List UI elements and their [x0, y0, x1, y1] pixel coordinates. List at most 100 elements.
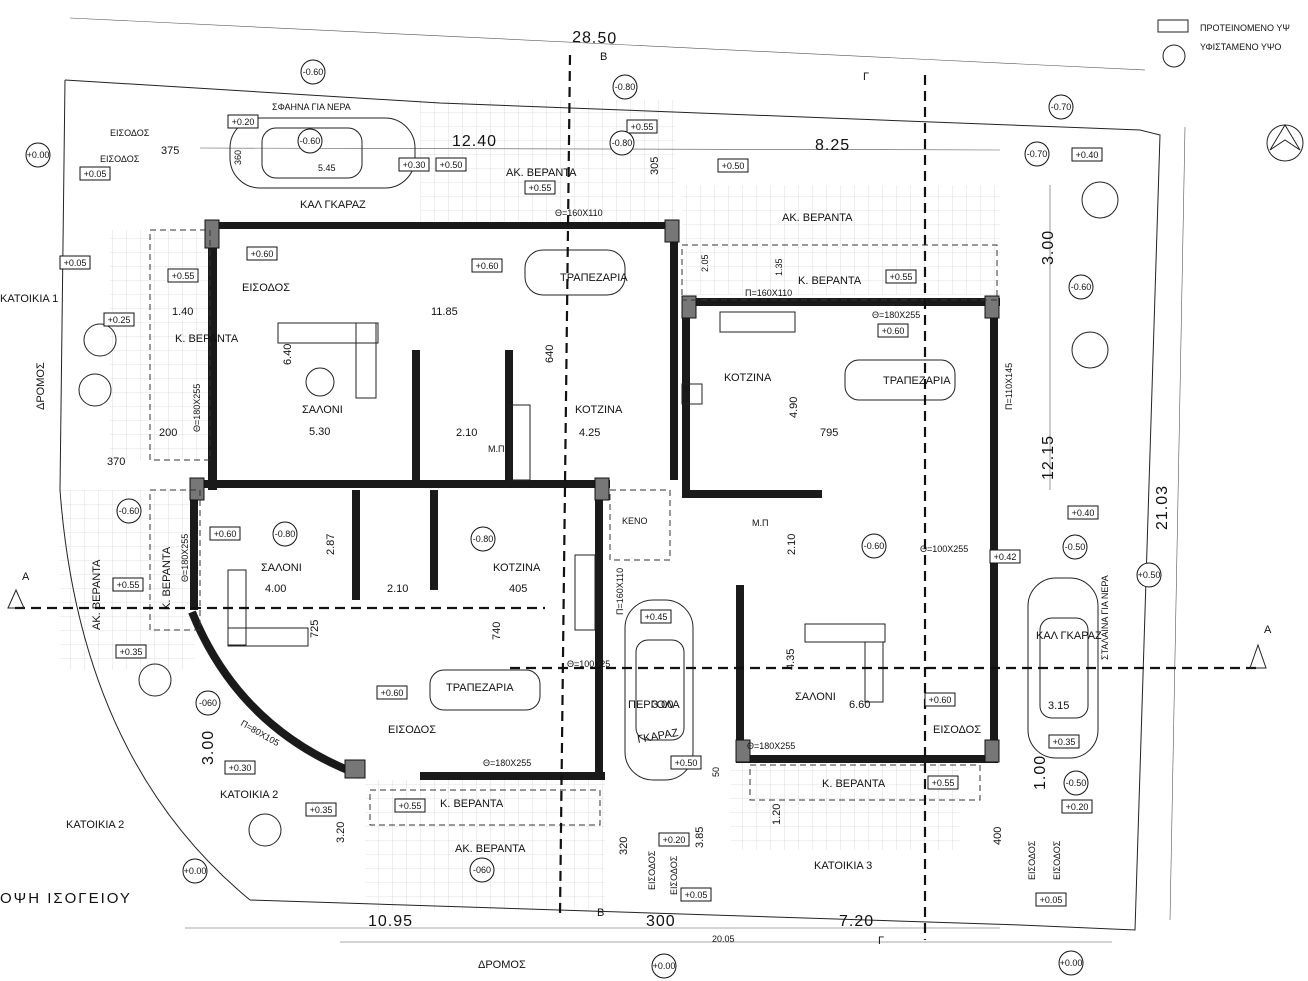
level-marker-circle — [1048, 94, 1074, 120]
opening-label: Θ=100Χ25 — [567, 659, 610, 669]
opening-label: Π=160Χ110 — [615, 568, 625, 615]
dimension-label: 740 — [491, 622, 503, 640]
house-label-3: ΚΑΤΟΙΚΙΑ 3 — [814, 860, 872, 872]
level-marker-value: +0.50 — [1138, 570, 1161, 580]
column — [189, 477, 205, 501]
room-label-ak-veranda: ΑΚ. ΒΕΡΑΝΤΑ — [506, 167, 577, 179]
level-marker-value: +0.00 — [27, 150, 50, 160]
room-label-entrance: ΕΙΣΟΔΟΣ — [669, 855, 679, 895]
level-marker-circled: -060 — [195, 690, 221, 716]
level-marker-value: -0.70 — [1027, 149, 1048, 159]
boundary-west — [59, 79, 66, 491]
level-marker-boxed: +0.50 — [717, 158, 749, 173]
level-marker-circle — [651, 953, 677, 979]
opening-label: Θ=180Χ255 — [747, 741, 795, 751]
level-marker-boxed: +0.60 — [471, 258, 503, 273]
level-marker-value: -0.60 — [1071, 282, 1092, 292]
stove-icon — [681, 383, 703, 405]
house-label-1: ΚΑΤΟΙΚΙΑ 1 — [0, 293, 58, 305]
wall-house1-west — [208, 222, 217, 490]
room-label-entrance: ΕΙΣΟΔΟΣ — [1027, 840, 1037, 880]
level-marker-frame — [59, 255, 91, 270]
level-markers-circled: +0.00-0.60-0.60-0.80-0.80-0.70-0.70-0.60… — [25, 59, 1162, 979]
dining-table-icon — [844, 359, 956, 401]
level-marker-frame — [885, 269, 917, 284]
level-marker-boxed: +0.42 — [989, 549, 1021, 564]
wall-stair1 — [412, 350, 420, 480]
level-marker-boxed: +0.50 — [435, 157, 467, 172]
room-label-entrance: ΕΙΣΟΔΟΣ — [647, 850, 657, 890]
level-marker-circled: -0.60 — [1068, 274, 1094, 300]
level-marker-value: +0.40 — [1072, 508, 1095, 518]
dimension-label: 405 — [509, 583, 527, 595]
dimension-label: 2.10 — [786, 534, 798, 555]
room-label-k-veranda: Κ. ΒΕΡΑΝΤΑ — [440, 798, 504, 810]
dimension-label: 4.00 — [265, 583, 286, 595]
level-marker-circle — [1024, 141, 1050, 167]
level-marker-circle — [1062, 534, 1088, 560]
outline-k-veranda2 — [369, 789, 601, 826]
level-marker-value: +0.55 — [631, 122, 654, 132]
room-label-garage1: ΚΑΛ ΓΚΑΡΑΖ — [300, 199, 366, 211]
wall-house2-south — [420, 772, 605, 780]
level-marker-value: +0.60 — [882, 326, 905, 336]
dimension-label: 1.00 — [1032, 755, 1049, 790]
level-markers-boxed: +0.20+0.30+0.50+0.55+0.55+0.50+0.40+0.60… — [59, 114, 1103, 907]
walls — [188, 222, 1000, 780]
room-label-dining: ΤΡΑΠΕΖΑΡΙΑ — [883, 375, 951, 387]
section-label-g: Γ — [863, 71, 869, 83]
room-label-water-tank: ΣΦΑΗΝΑ ΓΙΑ ΝΕΡΑ — [272, 102, 351, 112]
level-marker-boxed: +0.05 — [680, 887, 712, 902]
dimension-label: 375 — [161, 145, 179, 157]
level-marker-frame — [626, 119, 658, 134]
level-marker-frame — [246, 246, 278, 261]
level-marker-value: +0.45 — [645, 612, 668, 622]
room-label-entrance: ΕΙΣΟΔΟΣ — [110, 128, 150, 138]
level-marker-frame — [927, 775, 959, 790]
level-marker-value: +0.50 — [675, 758, 698, 768]
dimension-label: 300 — [646, 913, 676, 930]
room-label-dining: ΤΡΑΠΕΖΑΡΙΑ — [446, 682, 514, 694]
level-marker-circled: -0.80 — [470, 526, 496, 552]
level-marker-frame — [394, 798, 426, 813]
dimension-label: 3.15 — [1048, 700, 1069, 712]
car-icon — [229, 117, 416, 189]
room-label-dining: ΤΡΑΠΕΖΑΡΙΑ — [560, 272, 628, 284]
level-marker-value: +0.05 — [1040, 895, 1063, 905]
level-marker-frame — [670, 755, 702, 770]
room-label-void: ΚΕΝΟ — [622, 516, 648, 526]
level-marker-circled: -0.80 — [609, 130, 635, 156]
level-marker-circle — [195, 690, 221, 716]
opening-label: Π=110Χ145 — [1004, 363, 1014, 410]
level-marker-value: +0.35 — [1053, 737, 1076, 747]
level-marker-value: +0.60 — [381, 688, 404, 698]
level-marker-frame — [112, 577, 144, 592]
north-arrow-pointer-icon — [1269, 124, 1301, 151]
level-marker-value: +0.05 — [84, 169, 107, 179]
level-marker-boxed: +0.55 — [394, 798, 426, 813]
opening-label: Θ=180Χ255 — [483, 758, 531, 768]
level-marker-circle — [470, 526, 496, 552]
dim-line-2850 — [69, 17, 1146, 71]
room-label-salon: ΣΑΛΟΝΙ — [261, 562, 302, 574]
dimension-label: 4.90 — [788, 397, 800, 418]
section-arrow-icon — [1249, 643, 1267, 669]
room-label-kitchen: ΚΟΤΖΙΝΑ — [724, 372, 772, 384]
level-marker-value: +0.40 — [1076, 150, 1099, 160]
level-marker-value: +0.60 — [476, 261, 499, 271]
level-marker-boxed: +0.60 — [924, 692, 956, 707]
level-marker-value: +0.20 — [232, 117, 255, 127]
legend-existing-symbol — [1162, 44, 1186, 68]
level-marker-value: +0.55 — [117, 580, 140, 590]
dimension-label: 360 — [233, 150, 243, 165]
plants — [78, 181, 1119, 847]
level-marker-frame — [1067, 505, 1099, 520]
wall-house2-west — [190, 480, 198, 610]
wall-bath1 — [505, 350, 513, 480]
dimension-label: 3.00 — [200, 730, 217, 765]
level-marker-boxed: +0.35 — [1048, 734, 1080, 749]
level-marker-value: -0.80 — [612, 138, 633, 148]
dining-table-icon — [429, 669, 541, 711]
level-marker-value: -0.60 — [864, 541, 885, 551]
site-boundary — [59, 17, 1186, 943]
